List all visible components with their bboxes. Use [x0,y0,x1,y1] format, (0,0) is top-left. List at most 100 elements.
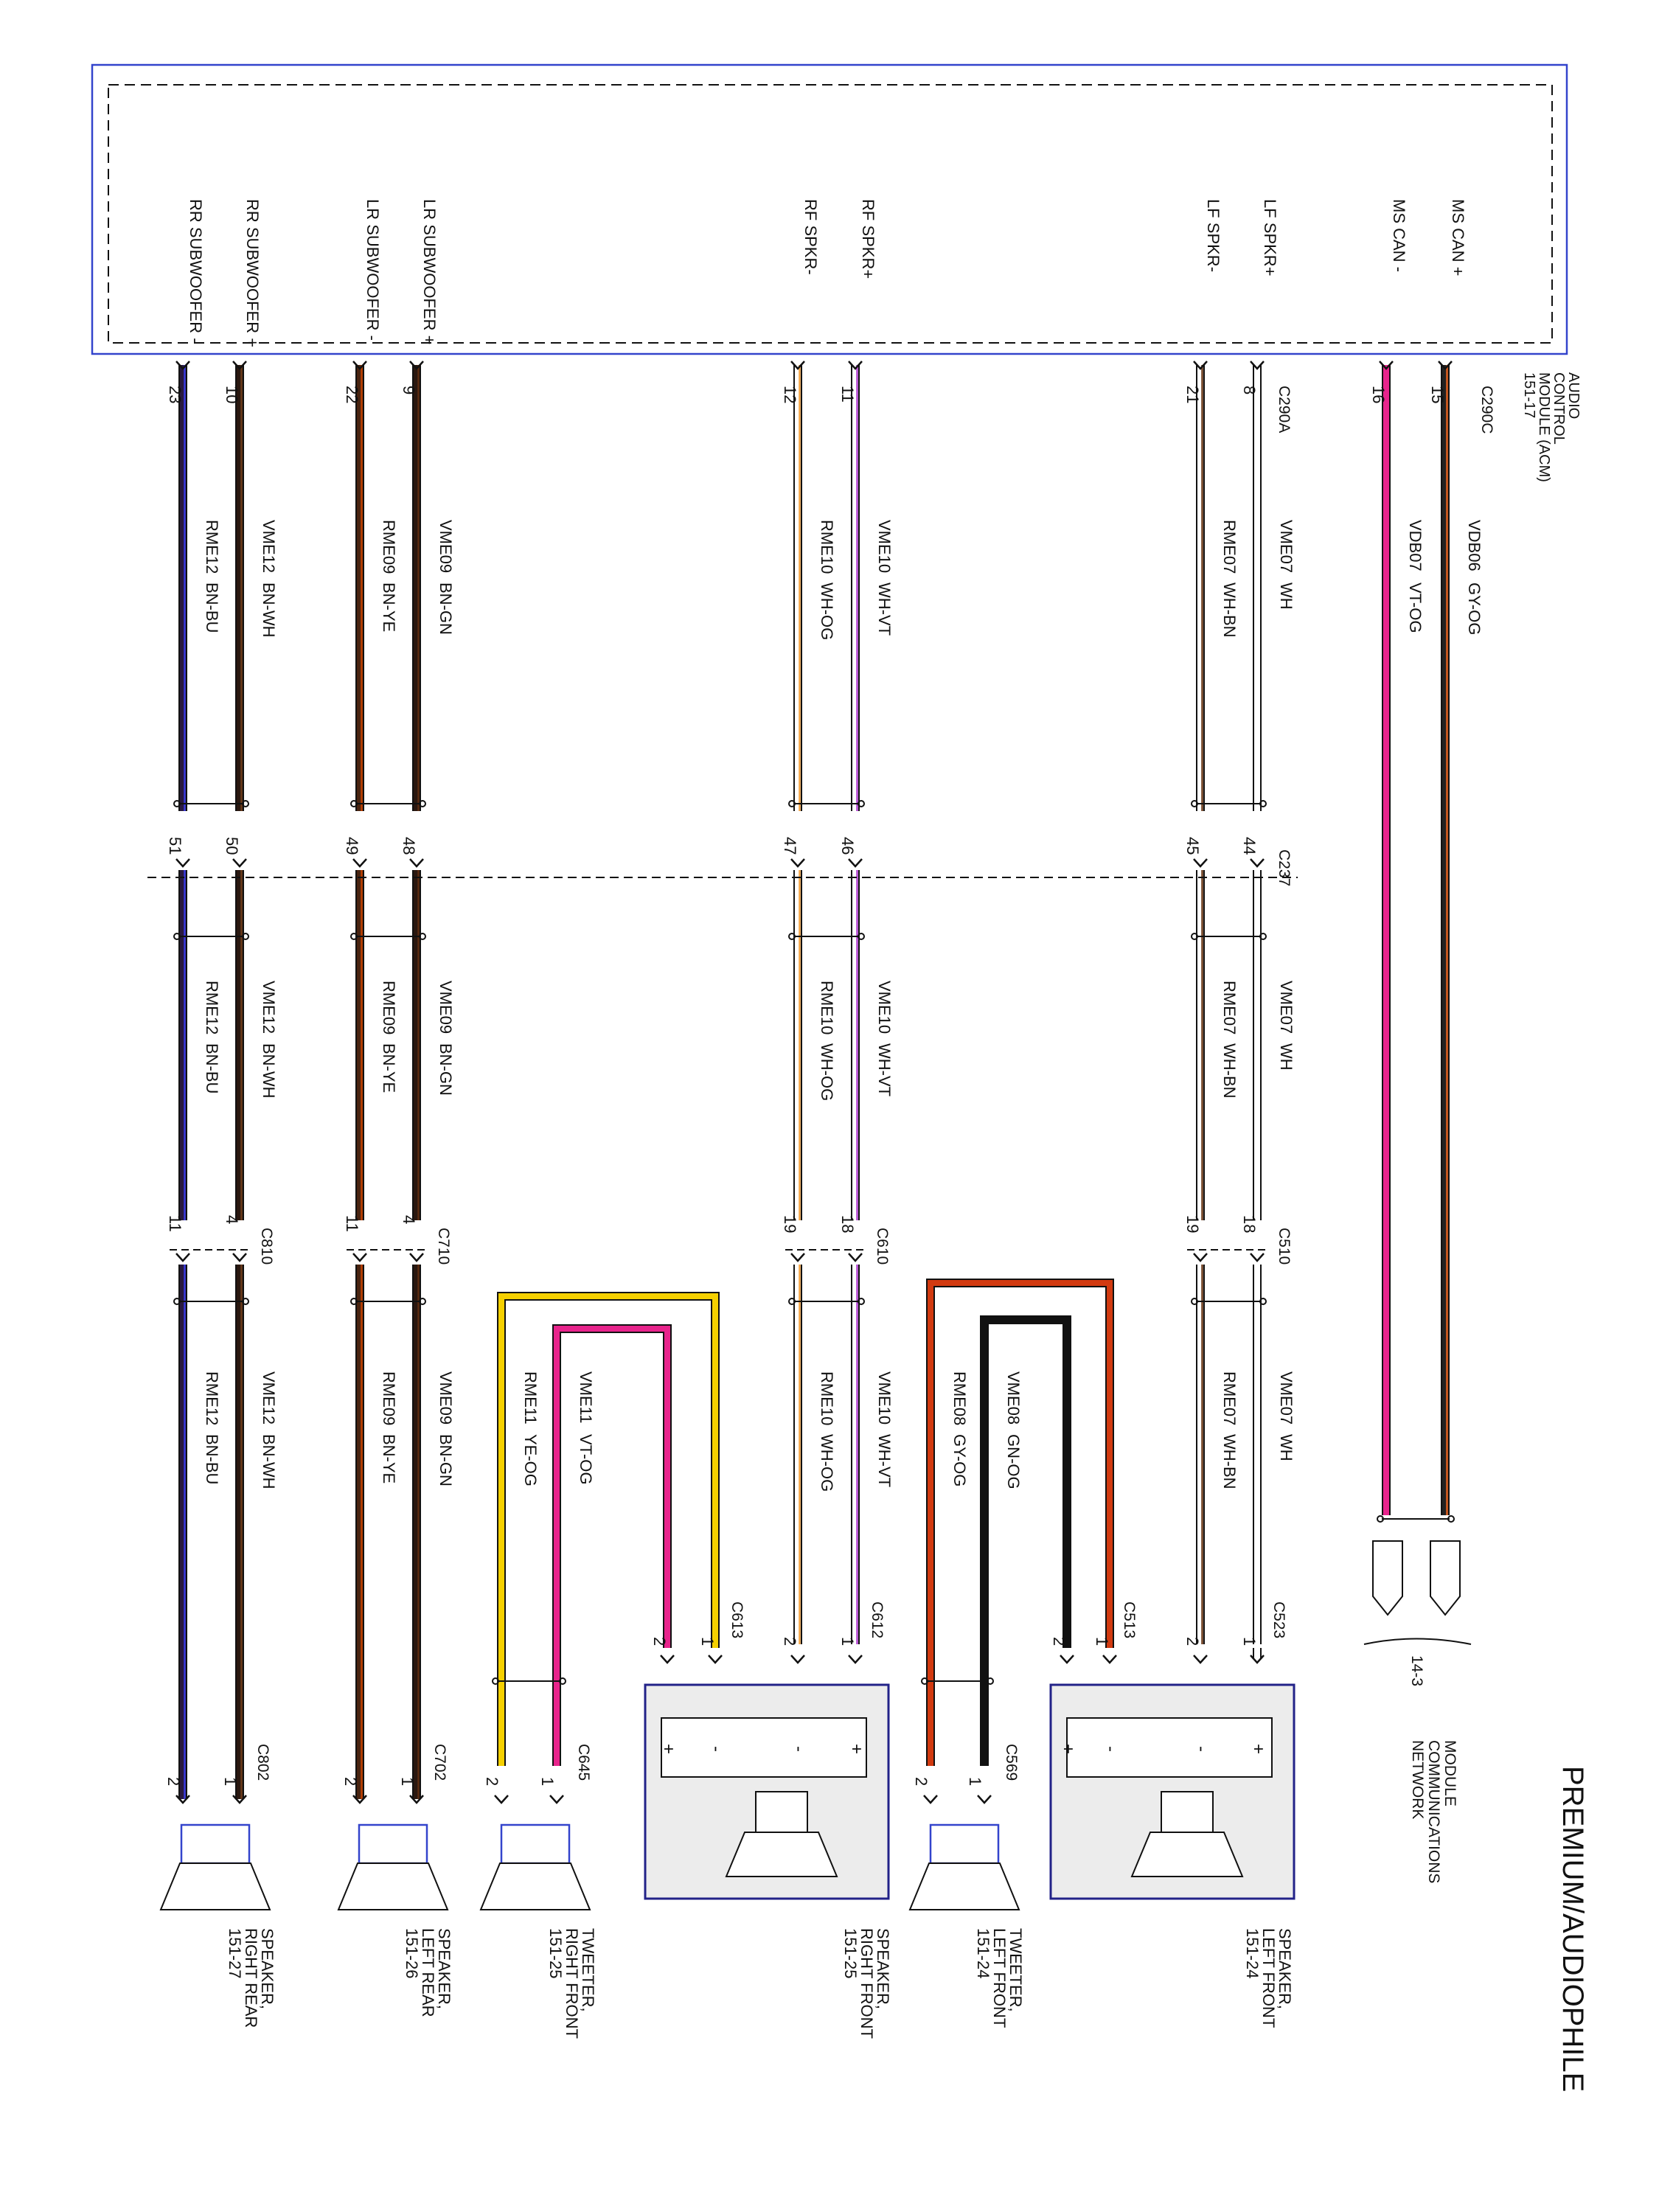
wire-color-label: VT-OG [1406,582,1425,633]
twisted-pair-mark-end [559,1677,566,1685]
device-arrow [977,1795,992,1804]
device-connector-c645: C645 [575,1744,592,1781]
wire-color-label: WH-VT [875,1043,894,1096]
network-brace [1363,1638,1472,1645]
acm-module-inner [108,84,1553,344]
mid-arrow [232,1253,247,1262]
twisted-pair-mark-end [788,800,796,807]
module-name-line: CONTROL [1551,372,1567,445]
module-name-line: MODULE (ACM) [1536,372,1552,482]
acm-pin-label-ms_can_plus: MS CAN + [1449,199,1467,276]
twist-can-end [1447,1515,1455,1523]
wire-circuit-label: VDB07 [1406,520,1425,571]
c237-arrow [409,858,424,868]
twisted-pair-mark-end [173,800,181,807]
wire-color-label: BN-BU [203,582,221,633]
acm-pin-label-rf_spkr_plus: RF SPKR+ [859,199,877,279]
twisted-pair-mark-end [1191,1298,1198,1305]
wire-color-label: WH [1277,582,1295,610]
device-label-spk_lf: SPEAKER, [1276,1928,1294,2009]
wire-color-label: BN-GN [437,582,455,635]
twisted-pair-mark-end [242,933,249,940]
acm-pin-number: 15 [1428,386,1447,403]
c237-arrow [790,858,805,868]
wire-circuit-label: RME11 [521,1371,540,1425]
acm-pin-label-ms_can_minus: MS CAN - [1390,199,1408,272]
twisted-pair-mark-end [858,1298,865,1305]
acm-pin-number: 21 [1183,386,1202,403]
device-label-tw_lf: LEFT FRONT [990,1928,1009,2028]
wire-color-label: BN-GN [437,1434,455,1486]
acm-pin-arrow [790,361,805,370]
c237-arrow [848,858,863,868]
twisted-pair-mark-end [492,1677,499,1685]
twisted-pair-mark-end [350,800,358,807]
c237-pin-number: 48 [400,837,418,855]
wire-color-label: WH-VT [875,1434,894,1487]
wire-color-label: BN-BU [203,1043,221,1093]
wire-color-label: GY-OG [1465,582,1484,635]
wire-color-label: WH-OG [818,582,836,640]
acm-pin-arrow [232,361,247,370]
wire-color-label: BN-YE [380,1434,398,1484]
speaker-left-front-terminal-block [1066,1717,1273,1778]
wire-color-label: GN-OG [1004,1434,1023,1489]
c237-pin-number: 46 [838,837,857,855]
wire-color-label: WH-BN [1220,1434,1239,1489]
wire-color-label: BN-BU [203,1434,221,1484]
wire-circuit-label: RME07 [1220,520,1239,574]
twisted-pair-mark-end [173,1298,181,1305]
speaker-terminal-mark: + [1248,1744,1268,1754]
device-label-spk_rr: RIGHT REAR [242,1928,260,2028]
wire-circuit-label: VME09 [437,981,455,1034]
device-label-spk_lf: LEFT FRONT [1259,1928,1278,2028]
twisted-pair-mark-end [858,933,865,940]
speaker-left-front-coil [1161,1791,1214,1833]
mid-pin-number: 19 [1183,1215,1202,1233]
network-ref: 14-3 [1408,1655,1425,1686]
device-pin-number: 1 [698,1637,717,1646]
mid-pin-number: 11 [343,1215,361,1232]
wire-color-label: WH-OG [818,1043,836,1101]
device-connector-c613: C613 [728,1601,745,1638]
wire-color-label: WH-VT [875,582,894,636]
wire-circuit-label: VME07 [1277,520,1295,573]
wire-color-label: VT-OG [577,1434,595,1484]
wire-color-label: BN-WH [260,1434,278,1489]
wire-circuit-label: VME09 [437,520,455,573]
speaker-terminal-mark: + [658,1744,678,1754]
wire-circuit-label: RME12 [203,981,221,1034]
device-arrow [1193,1655,1208,1664]
device-arrow [409,1795,424,1804]
device-arrow [352,1795,367,1804]
wire-color-label: BN-YE [380,1043,398,1093]
device-label-spk_lr: SPEAKER, [435,1928,453,2009]
device-pin-number: 2 [1050,1637,1068,1646]
device-arrow [1060,1655,1074,1664]
device-pin-number: 1 [1240,1637,1259,1646]
device-pin-number: 1 [538,1777,557,1786]
speaker-left-front-cone [1130,1832,1244,1877]
twisted-pair-mark-end [419,933,426,940]
device-connector-c702: C702 [431,1744,448,1781]
acm-pin-label-lr_sub_plus: LR SUBWOOFER + [420,199,439,344]
wire-circuit-label: VME09 [437,1371,455,1425]
wire-circuit-label: VME11 [577,1371,595,1424]
twisted-pair-mark-end [1259,933,1267,940]
speaker-left-rear-cone [337,1863,449,1910]
twisted-pair-mark-end [242,800,249,807]
mid-pin-number: 11 [166,1215,184,1232]
connector-c610: C610 [874,1228,891,1265]
device-label-spk_rf: SPEAKER, [874,1928,892,2009]
acm-pin-arrow [1379,361,1394,370]
device-pin-number: 1 [966,1777,984,1786]
speaker-right-front-coil [755,1791,808,1833]
speaker-terminal-mark: - [706,1746,726,1752]
device-pin-number: 2 [781,1637,799,1646]
device-connector-c612: C612 [869,1601,886,1638]
acm-pin-arrow [1438,361,1453,370]
mid-pin-number: 18 [838,1215,857,1233]
wire-color-label: GY-OG [950,1434,969,1486]
device-connector-c523: C523 [1270,1601,1287,1638]
wire-circuit-label: RME08 [950,1371,969,1425]
